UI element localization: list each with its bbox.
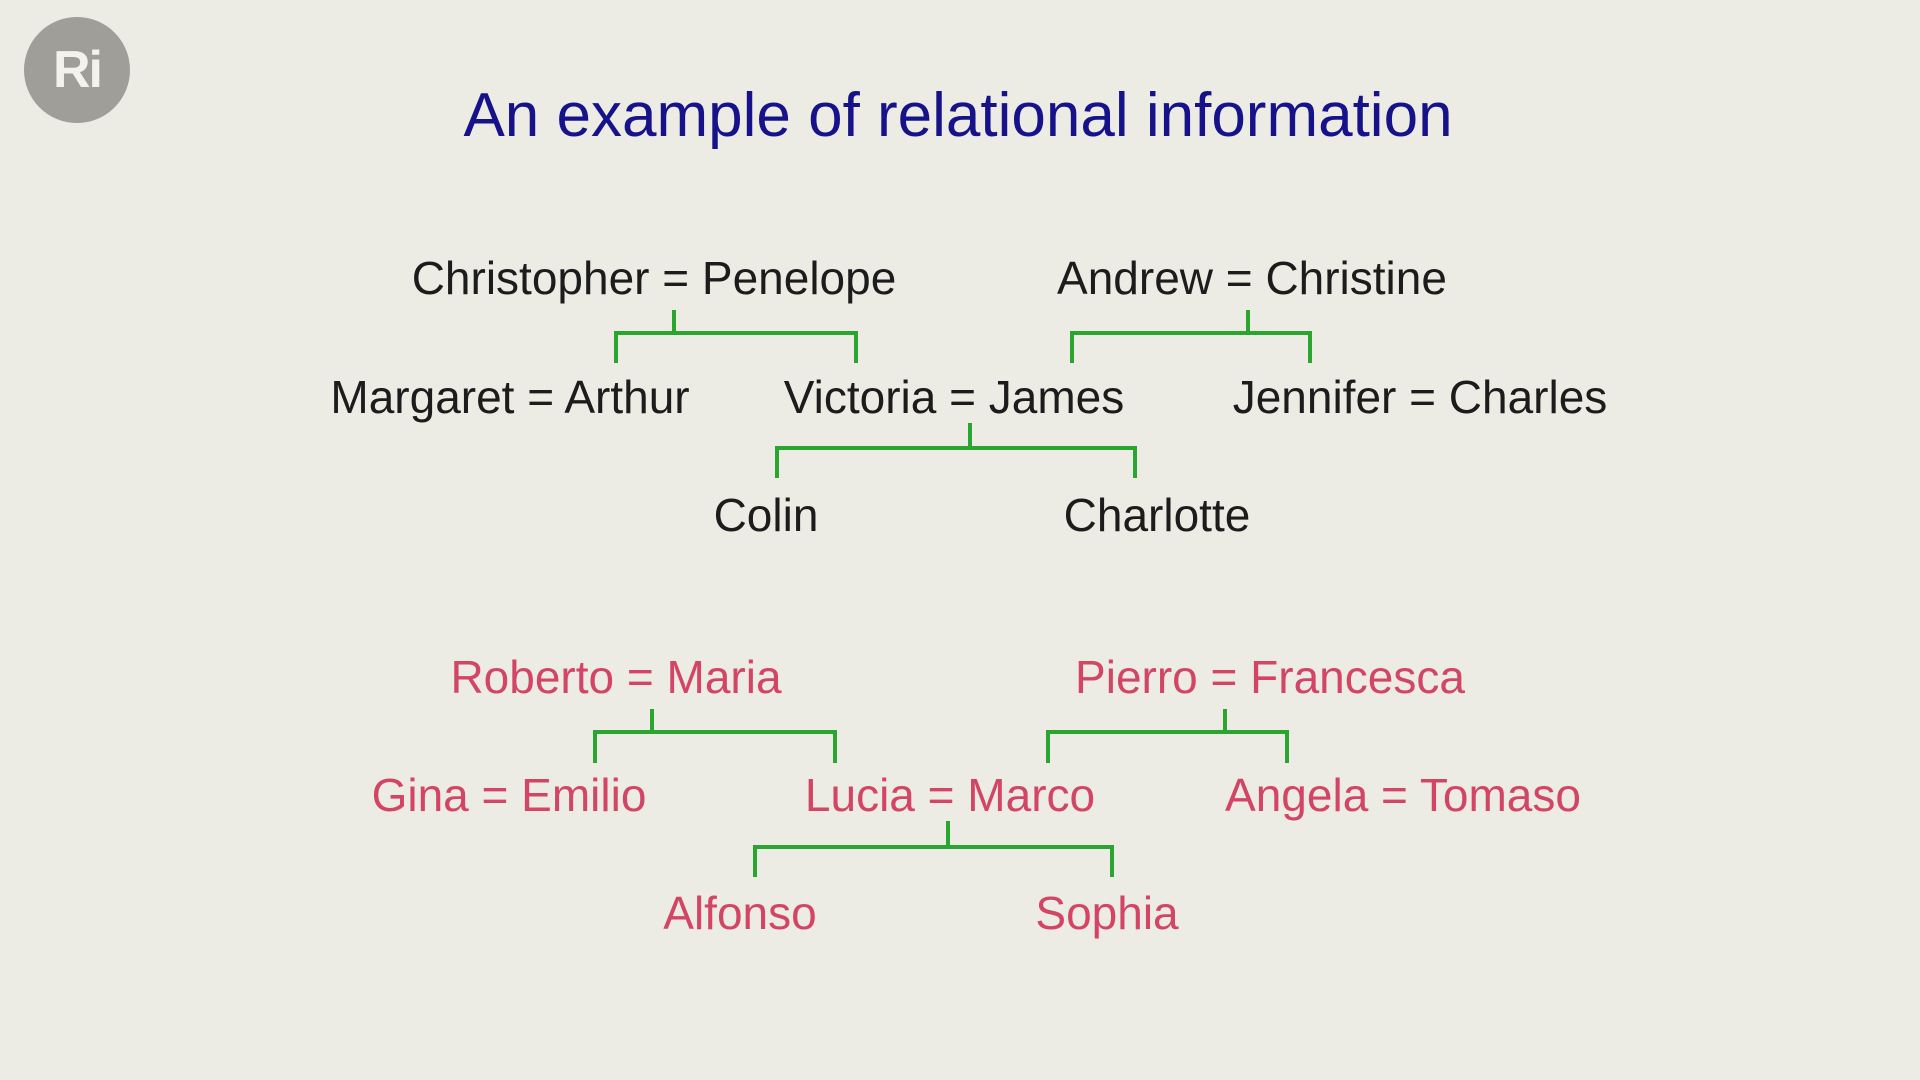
child-alfonso: Alfonso xyxy=(663,887,817,939)
child-charlotte: Charlotte xyxy=(1063,489,1251,541)
couple-margaret-arthur: Margaret = Arthur xyxy=(330,371,690,423)
connector-andrew-christine-children xyxy=(1070,310,1312,363)
couple-christopher-penelope: Christopher = Penelope xyxy=(411,252,897,304)
couple-victoria-james: Victoria = James xyxy=(783,371,1125,423)
slide-title: An example of relational information xyxy=(463,81,1453,150)
child-sophia: Sophia xyxy=(1035,887,1179,939)
couple-roberto-maria: Roberto = Maria xyxy=(450,651,782,703)
connector-victoria-james-children xyxy=(775,423,1137,478)
couple-angela-tomaso: Angela = Tomaso xyxy=(1225,769,1581,821)
connector-roberto-maria-children xyxy=(593,709,837,763)
ri-logo: Ri xyxy=(24,17,130,123)
connector-lucia-marco-children xyxy=(753,821,1114,877)
couple-jennifer-charles: Jennifer = Charles xyxy=(1232,371,1608,423)
couple-gina-emilio: Gina = Emilio xyxy=(371,769,647,821)
couple-lucia-marco: Lucia = Marco xyxy=(804,769,1096,821)
couple-andrew-christine: Andrew = Christine xyxy=(1057,252,1447,304)
connector-christopher-penelope-children xyxy=(614,310,858,363)
connector-pierro-francesca-children xyxy=(1046,709,1289,763)
child-colin: Colin xyxy=(713,489,819,541)
couple-pierro-francesca: Pierro = Francesca xyxy=(1075,651,1465,703)
